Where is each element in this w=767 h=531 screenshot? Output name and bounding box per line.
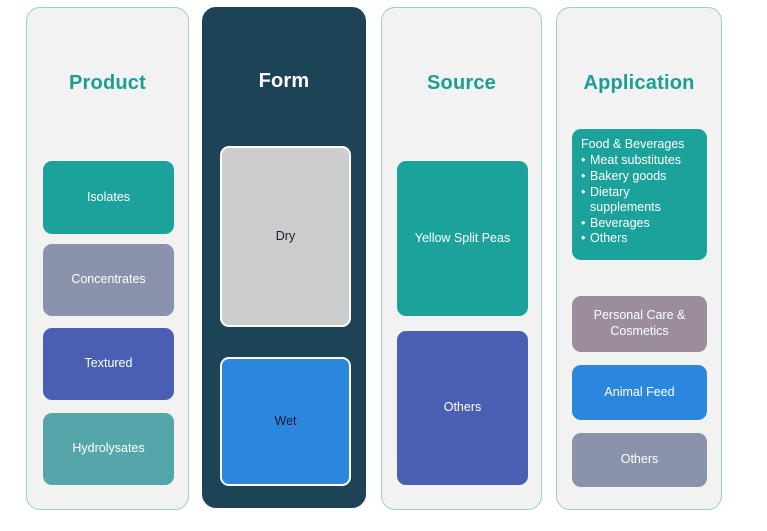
node-hydrolysates[interactable]: Hydrolysates [43,413,174,485]
node-textured[interactable]: Textured [43,328,174,400]
node-dry[interactable]: Dry [220,146,351,327]
node-food-and-beverages[interactable]: Food & Beverages Meat substitutes Bakery… [572,129,707,260]
column-heading-application: Application [583,72,695,94]
column-form: Form Dry Wet [202,7,366,508]
node-label: Isolates [86,189,131,204]
node-animal-feed[interactable]: Animal Feed [572,365,707,420]
list-item: Beverages [581,216,698,232]
node-label: Wet [274,413,297,428]
node-label: Hydrolysates [72,441,145,456]
node-label: Personal Care & Cosmetics [593,308,686,338]
node-concentrates[interactable]: Concentrates [43,244,174,316]
node-label: Others [443,400,482,415]
node-label: Textured [84,356,133,371]
column-heading-form: Form [258,70,310,92]
list-item: Meat substitutes [581,153,698,169]
node-yellow-split-peas[interactable]: Yellow Split Peas [397,161,528,316]
list-item: Bakery goods [581,169,698,185]
node-label: Animal Feed [604,384,675,399]
food-beverages-bullet-list: Meat substitutes Bakery goods Dietary su… [581,153,698,247]
column-heading-source: Source [426,72,496,94]
node-label: Yellow Split Peas [414,230,511,245]
node-label: Others [620,452,659,467]
node-isolates[interactable]: Isolates [43,161,174,234]
node-personal-care-cosmetics[interactable]: Personal Care & Cosmetics [572,296,707,352]
column-product: Product Isolates Concentrates Textured H… [26,7,189,510]
column-application: Application Food & Beverages Meat substi… [556,7,722,510]
node-label: Food & Beverages [581,137,685,151]
node-label: Concentrates [71,272,146,287]
node-source-others[interactable]: Others [397,331,528,485]
node-application-others[interactable]: Others [572,433,707,487]
column-source: Source Yellow Split Peas Others [381,7,542,510]
node-label: Dry [275,228,296,243]
list-item: Others [581,231,698,247]
list-item: Dietary supplements [581,185,698,216]
column-heading-product: Product [69,72,146,94]
node-wet[interactable]: Wet [220,357,351,486]
